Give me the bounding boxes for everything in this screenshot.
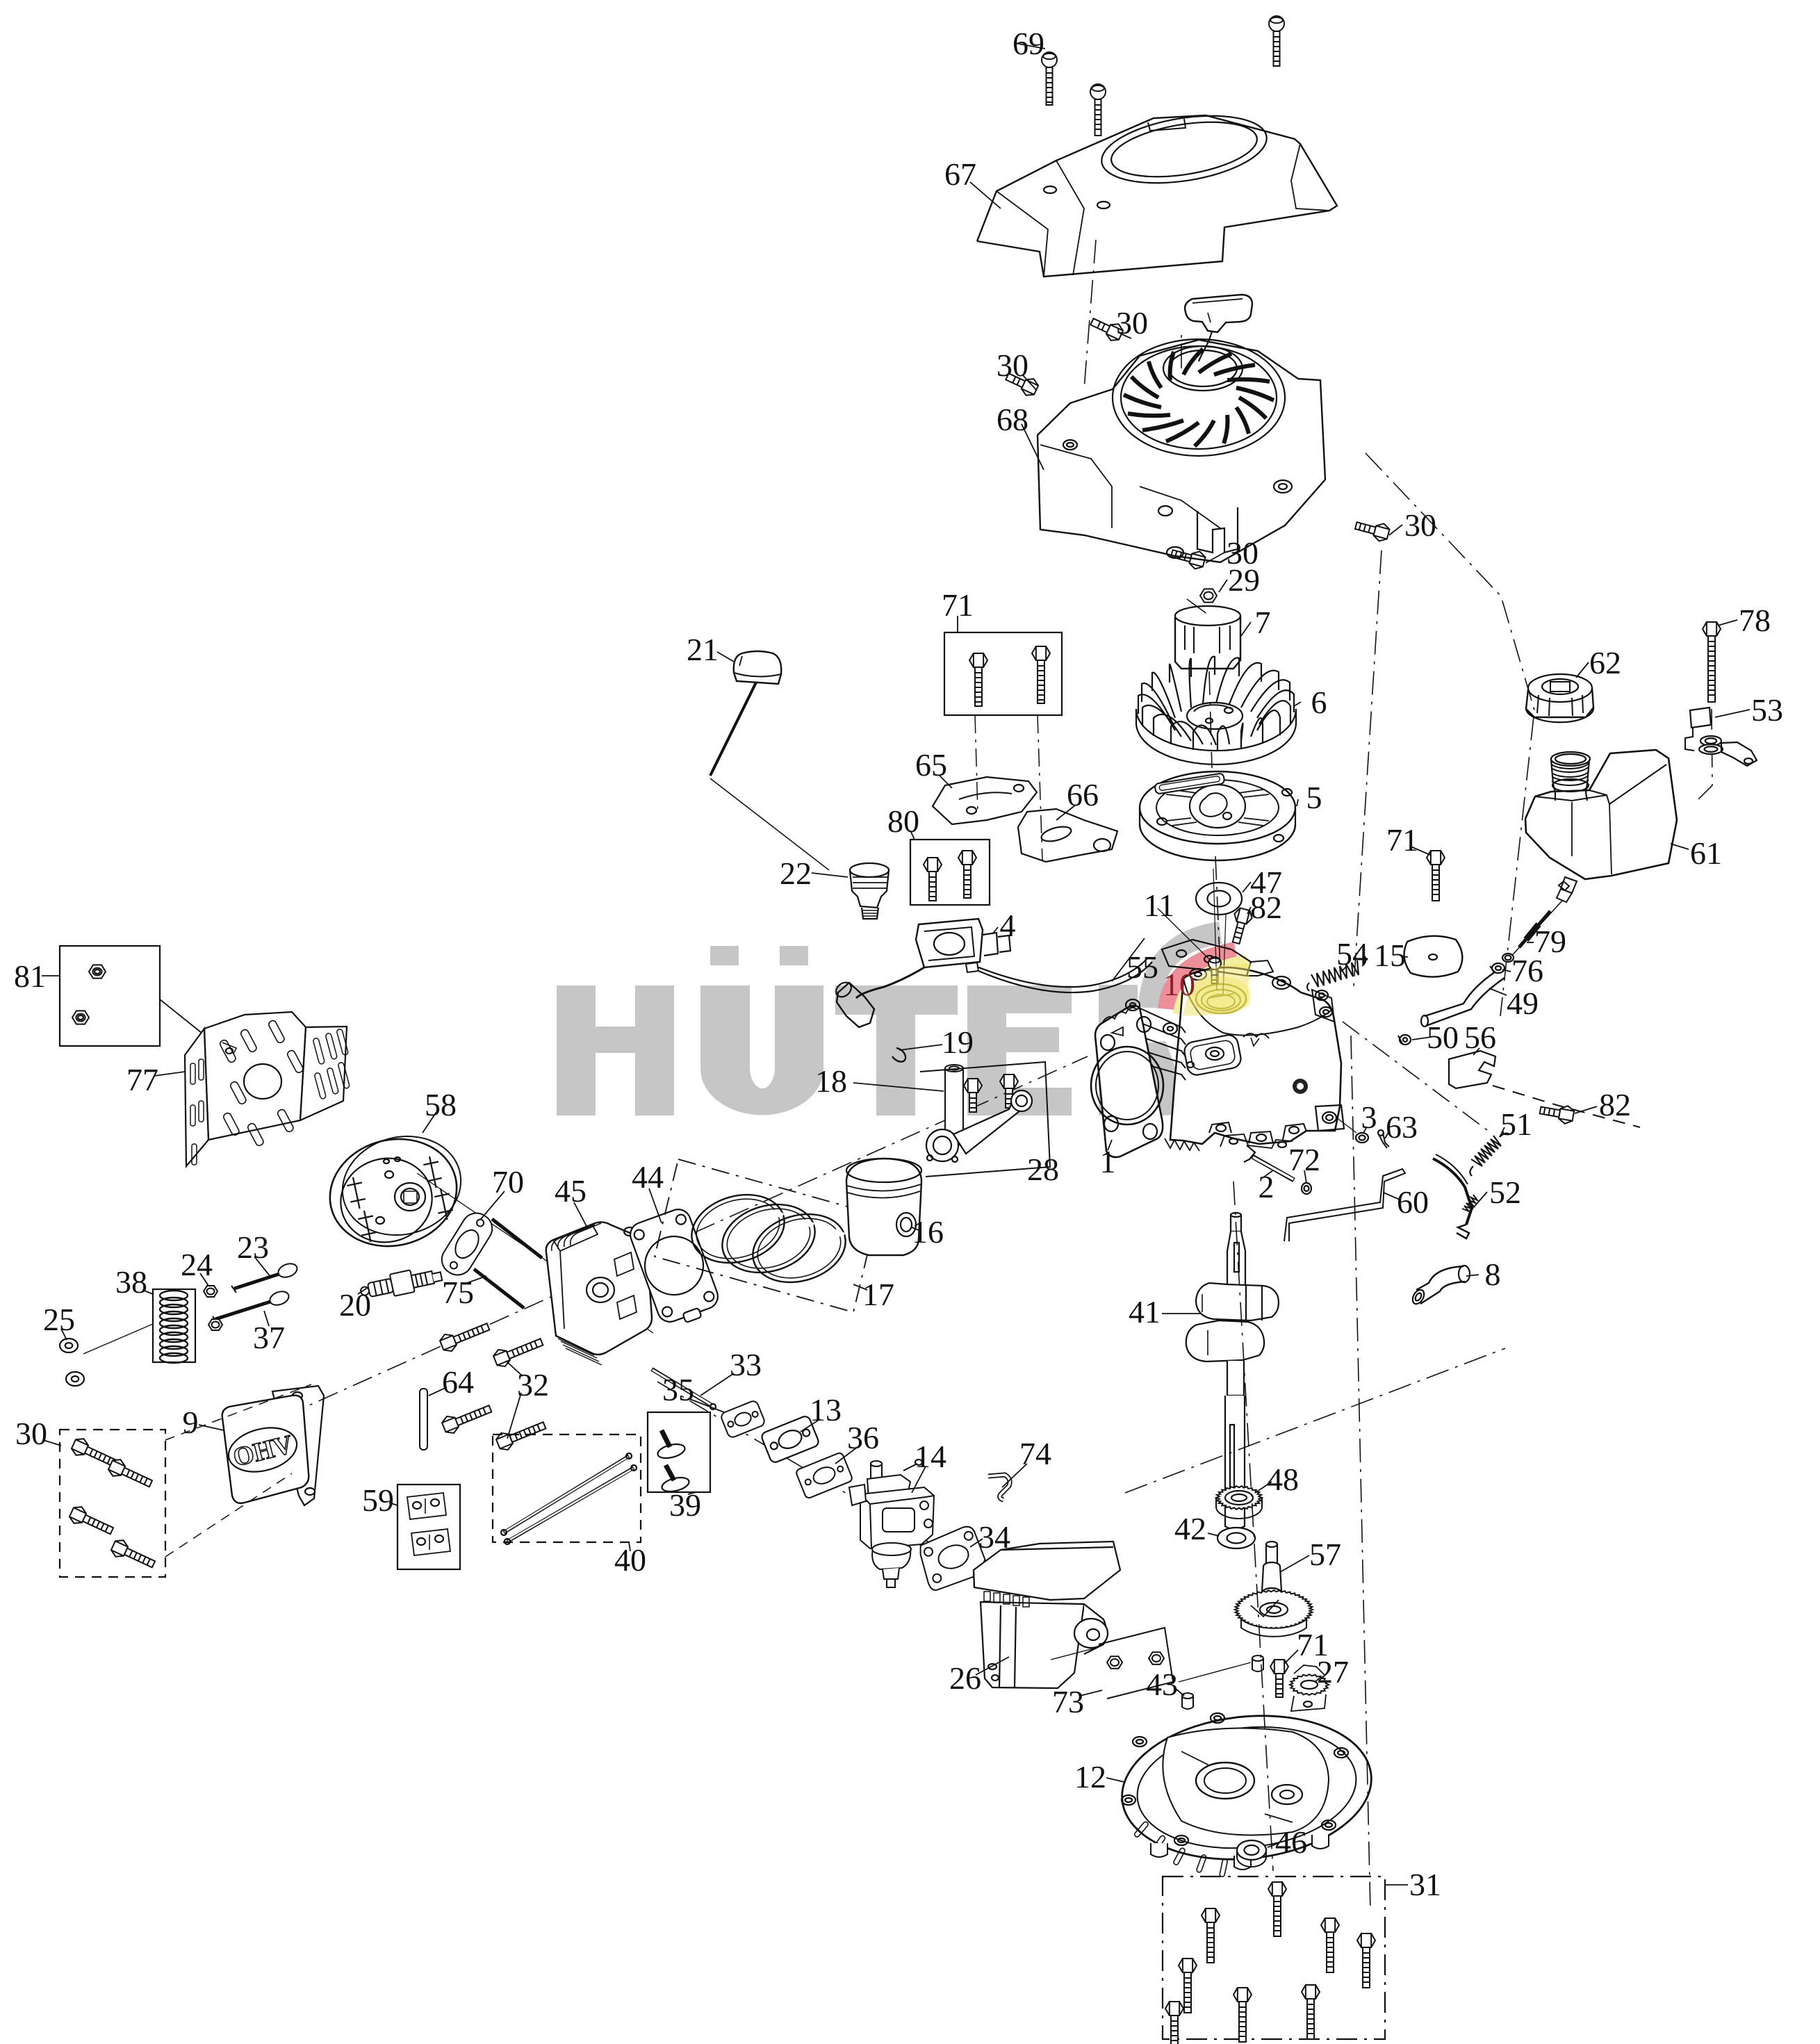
svg-text:44: 44 [632,1159,664,1195]
svg-text:47: 47 [1250,865,1282,900]
svg-text:54: 54 [1336,936,1368,972]
svg-text:50: 50 [1427,1020,1459,1055]
svg-text:72: 72 [1288,1142,1320,1177]
svg-text:17: 17 [862,1277,894,1312]
svg-text:19: 19 [942,1024,974,1060]
svg-text:82: 82 [1599,1087,1631,1122]
svg-text:65: 65 [915,747,947,783]
svg-text:21: 21 [687,632,719,667]
svg-text:74: 74 [1019,1436,1051,1471]
svg-text:30: 30 [1116,305,1148,341]
svg-text:6: 6 [1311,685,1327,720]
svg-text:33: 33 [730,1347,762,1382]
svg-text:71: 71 [942,587,974,623]
svg-text:63: 63 [1386,1109,1418,1145]
svg-text:31: 31 [1409,1867,1441,1902]
svg-text:20: 20 [339,1287,371,1323]
svg-text:5: 5 [1306,780,1322,815]
svg-text:36: 36 [847,1420,879,1455]
svg-text:55: 55 [1126,949,1158,985]
svg-text:75: 75 [442,1275,474,1310]
svg-text:16: 16 [912,1214,944,1250]
svg-text:57: 57 [1309,1537,1341,1572]
svg-text:10: 10 [1163,967,1195,1002]
svg-text:70: 70 [492,1164,524,1200]
svg-text:81: 81 [14,958,46,994]
svg-text:43: 43 [1146,1667,1178,1702]
svg-text:39: 39 [669,1487,701,1523]
svg-text:26: 26 [949,1660,981,1696]
svg-text:73: 73 [1052,1684,1084,1719]
svg-text:68: 68 [997,402,1028,437]
svg-text:82: 82 [1250,890,1282,925]
svg-text:52: 52 [1489,1175,1521,1210]
svg-text:46: 46 [1275,1824,1307,1860]
svg-text:76: 76 [1511,953,1543,988]
svg-text:38: 38 [115,1264,147,1300]
svg-text:15: 15 [1374,938,1406,973]
svg-text:18: 18 [815,1063,847,1099]
svg-text:48: 48 [1267,1462,1299,1497]
svg-text:24: 24 [181,1247,213,1282]
svg-text:71: 71 [1297,1627,1329,1662]
svg-text:53: 53 [1751,692,1783,728]
svg-text:7: 7 [1255,605,1271,640]
svg-text:14: 14 [915,1439,946,1474]
svg-text:61: 61 [1690,835,1722,871]
svg-text:29: 29 [1228,562,1260,598]
svg-text:23: 23 [237,1229,269,1265]
svg-text:64: 64 [442,1364,474,1400]
svg-text:2: 2 [1259,1169,1274,1204]
svg-text:32: 32 [517,1367,549,1403]
svg-text:34: 34 [978,1519,1010,1555]
svg-text:41: 41 [1129,1294,1161,1330]
svg-text:30: 30 [997,348,1028,383]
svg-text:71: 71 [1386,822,1418,858]
svg-text:4: 4 [1000,908,1016,943]
svg-text:69: 69 [1013,26,1044,61]
svg-text:8: 8 [1485,1257,1501,1292]
svg-text:62: 62 [1589,645,1621,680]
svg-text:37: 37 [253,1320,285,1355]
svg-text:56: 56 [1464,1020,1496,1055]
svg-text:80: 80 [887,803,919,839]
svg-text:40: 40 [614,1542,646,1578]
svg-text:67: 67 [944,156,976,192]
svg-text:27: 27 [1317,1654,1349,1690]
svg-text:79: 79 [1534,924,1566,959]
svg-text:45: 45 [555,1173,587,1209]
svg-text:13: 13 [810,1392,842,1428]
svg-text:59: 59 [362,1482,394,1518]
svg-text:22: 22 [780,856,812,891]
svg-text:78: 78 [1739,603,1771,638]
svg-text:58: 58 [425,1087,457,1122]
svg-text:3: 3 [1361,1099,1377,1135]
svg-text:60: 60 [1397,1184,1429,1220]
svg-text:9: 9 [183,1405,199,1440]
svg-text:35: 35 [662,1372,694,1407]
svg-text:77: 77 [126,1062,158,1097]
svg-text:28: 28 [1027,1152,1059,1187]
svg-text:51: 51 [1500,1106,1532,1142]
svg-text:1: 1 [1100,1144,1116,1179]
svg-text:30: 30 [15,1416,47,1451]
svg-text:42: 42 [1174,1511,1206,1546]
svg-text:11: 11 [1144,888,1174,923]
svg-text:49: 49 [1507,986,1539,1021]
svg-text:66: 66 [1067,777,1099,812]
svg-text:25: 25 [43,1302,75,1337]
svg-text:30: 30 [1227,535,1259,571]
svg-text:12: 12 [1074,1759,1106,1794]
svg-text:30: 30 [1404,507,1436,543]
